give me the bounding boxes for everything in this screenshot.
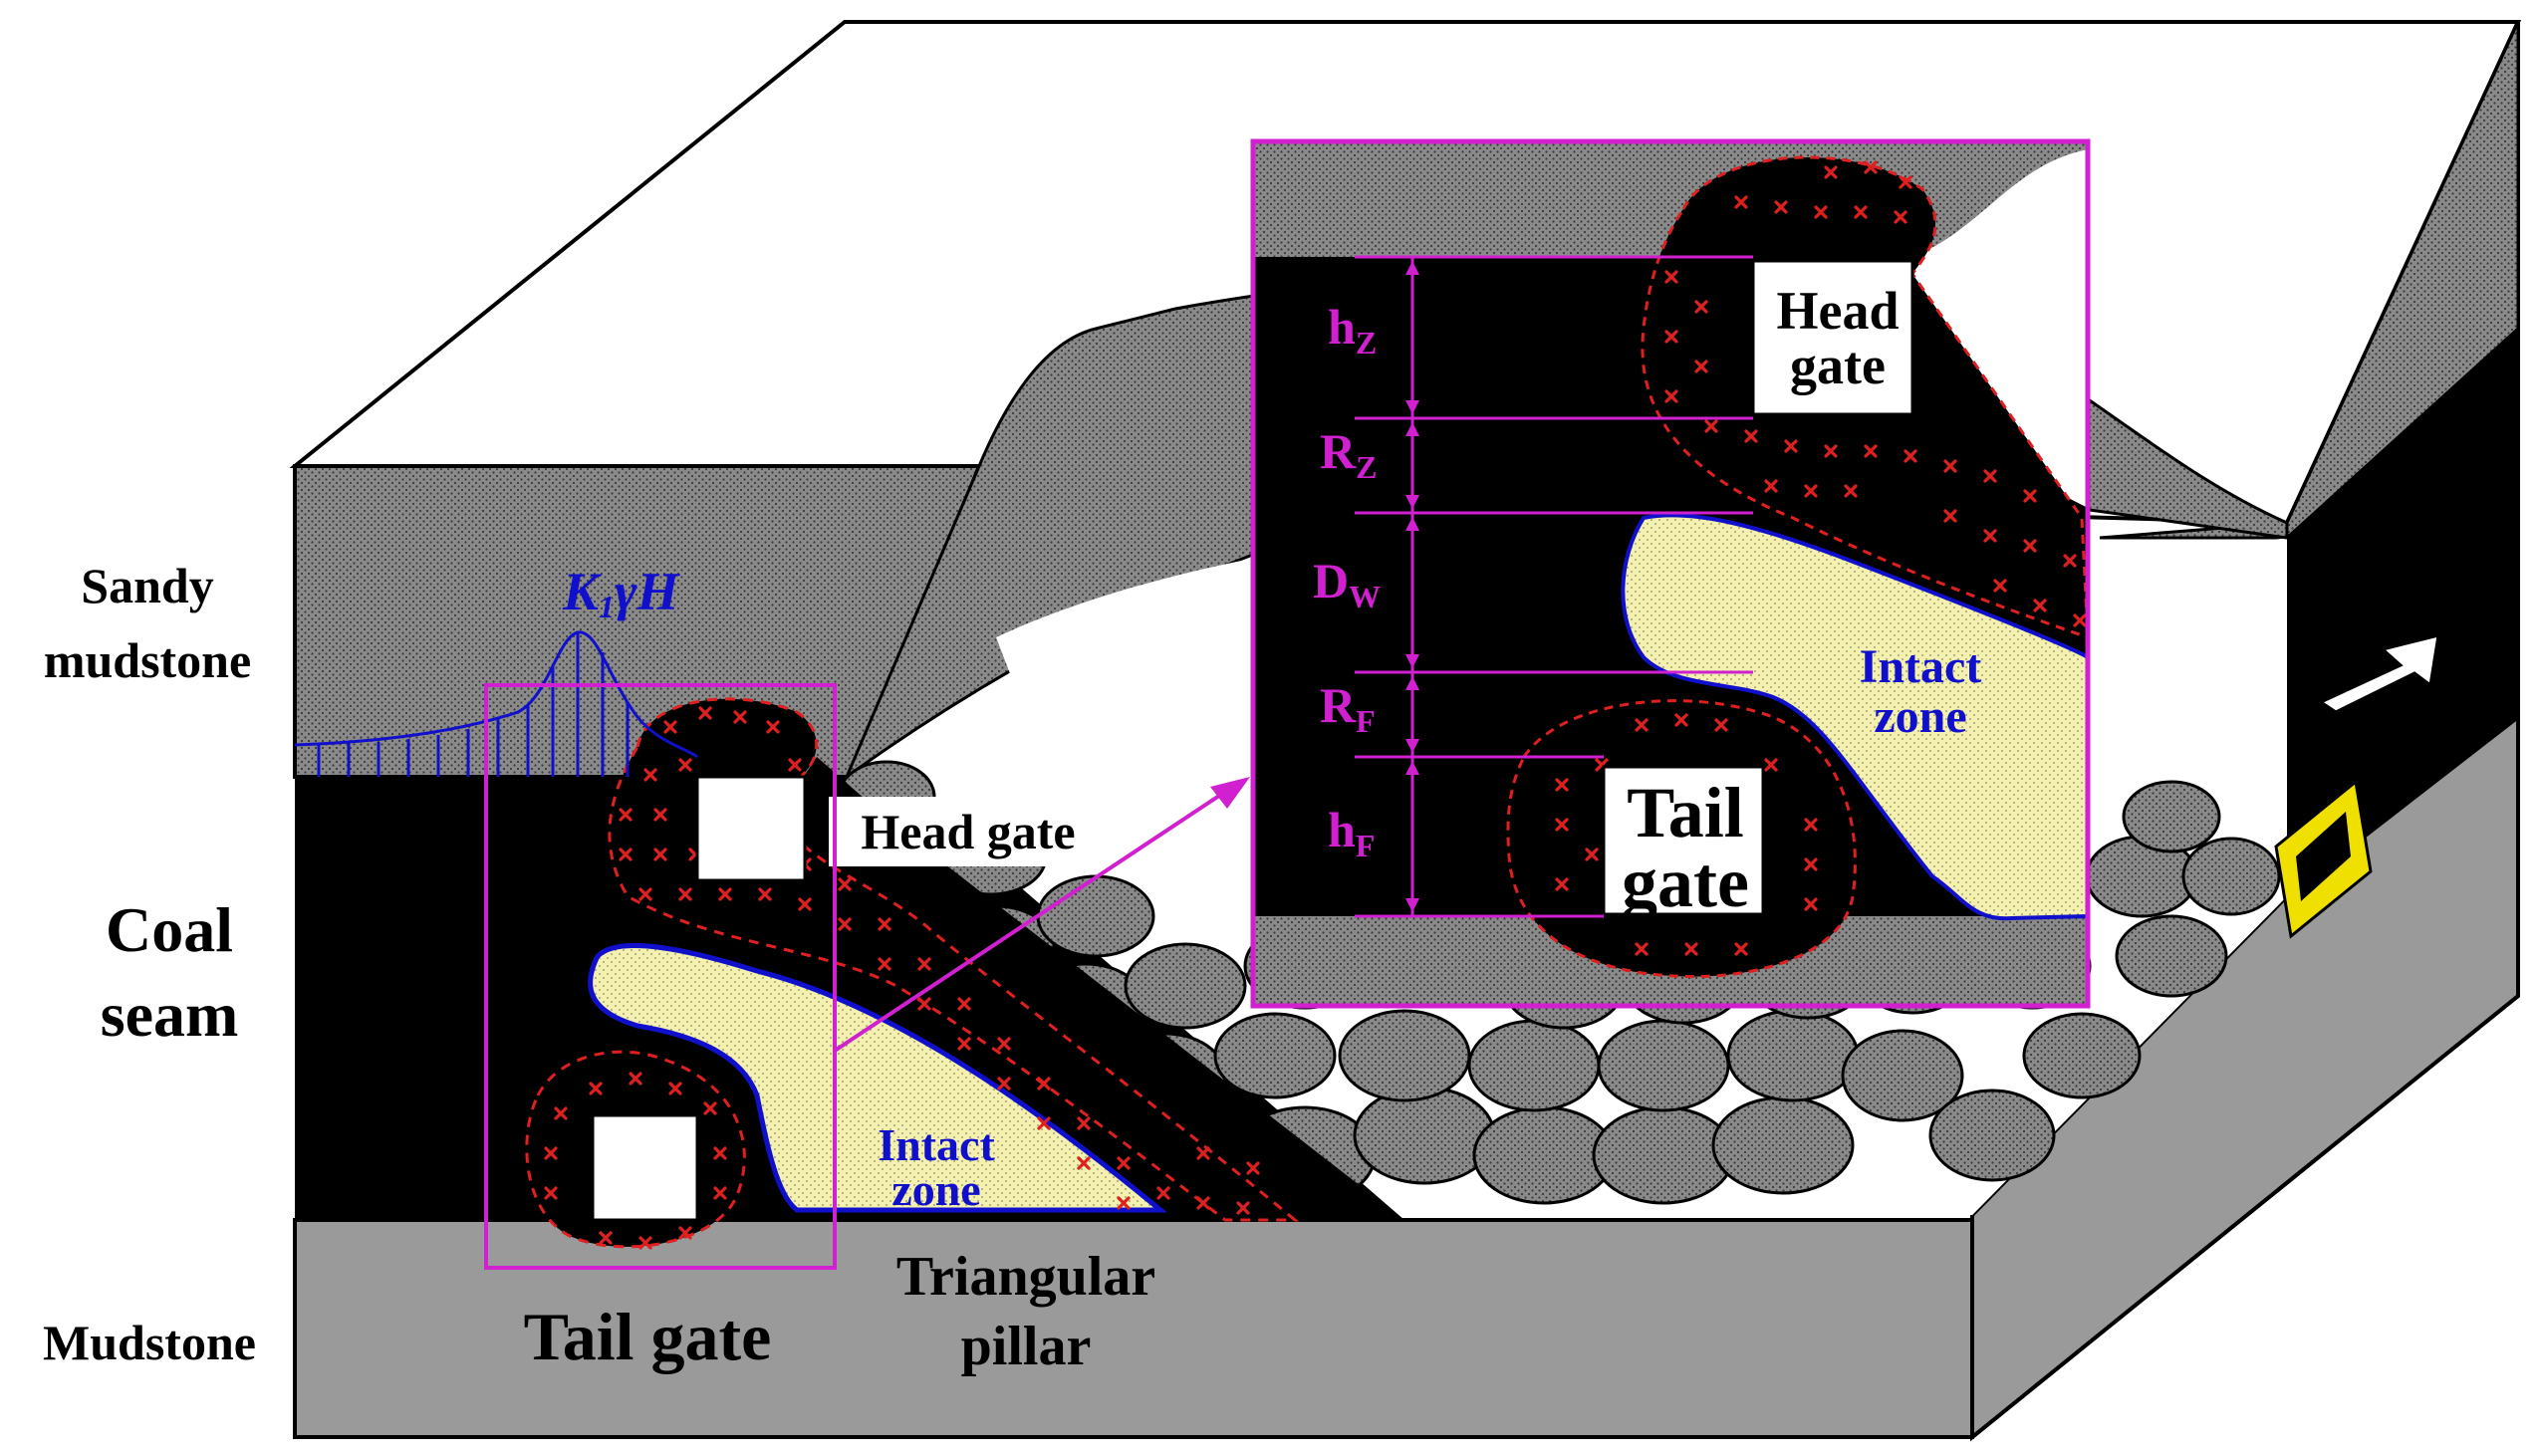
dim-label-dw: DW: [1313, 553, 1381, 614]
inset-panel: [1250, 138, 2091, 1009]
triangular-label-line1: Triangular: [896, 1246, 1155, 1308]
coal-label-line1: Coal: [106, 894, 233, 965]
tail-gate-roadway: [591, 1113, 699, 1222]
triangular-pillar-band: [777, 757, 1404, 1220]
intact-zone: [588, 942, 1167, 1213]
detail-selection-box: [484, 683, 837, 1270]
coal-label-line2: seam: [101, 979, 239, 1050]
advance-arrow-icon: [2317, 632, 2440, 714]
tail-gate-label: Tail gate: [524, 1299, 772, 1374]
stress-formula: K1γH: [562, 562, 680, 624]
head-gate-label: Head gate: [861, 804, 1075, 859]
intact-label-line1: Intact: [878, 1119, 995, 1170]
sandy-label-line2: mudstone: [44, 632, 251, 688]
dim-label-hz: hZ: [1328, 299, 1377, 361]
triangular-label-line2: pillar: [961, 1316, 1092, 1377]
head-gate-roadway: [695, 775, 807, 882]
intact-label-line2: zone: [891, 1164, 980, 1215]
detail-leader-line: [833, 790, 1227, 1053]
inset-head-gate-line1: Head: [1776, 281, 1899, 341]
abutment-stress-curve: [294, 630, 698, 777]
hydraulic-support-icon: [2274, 779, 2373, 939]
mudstone-label: Mudstone: [43, 1315, 256, 1370]
right-coal-band: [2287, 329, 2518, 896]
inset-intact-line1: Intact: [1860, 640, 1982, 693]
dim-label-rz: RZ: [1320, 423, 1377, 485]
inset-tail-gate-line1: Tail: [1627, 773, 1743, 852]
dim-label-rf: RF: [1320, 677, 1376, 739]
sandy-label-line1: Sandy: [81, 558, 213, 613]
mudstone-face: [293, 1218, 1974, 1439]
inset-head-gate-line2: gate: [1790, 336, 1886, 395]
inset-intact-line2: zone: [1874, 690, 1966, 743]
inset-tail-gate-line2: gate: [1622, 843, 1749, 922]
detail-leader-arrowhead: [1210, 777, 1250, 809]
head-gate-label-bg: [829, 797, 1108, 866]
dim-label-hf: hF: [1328, 802, 1375, 863]
